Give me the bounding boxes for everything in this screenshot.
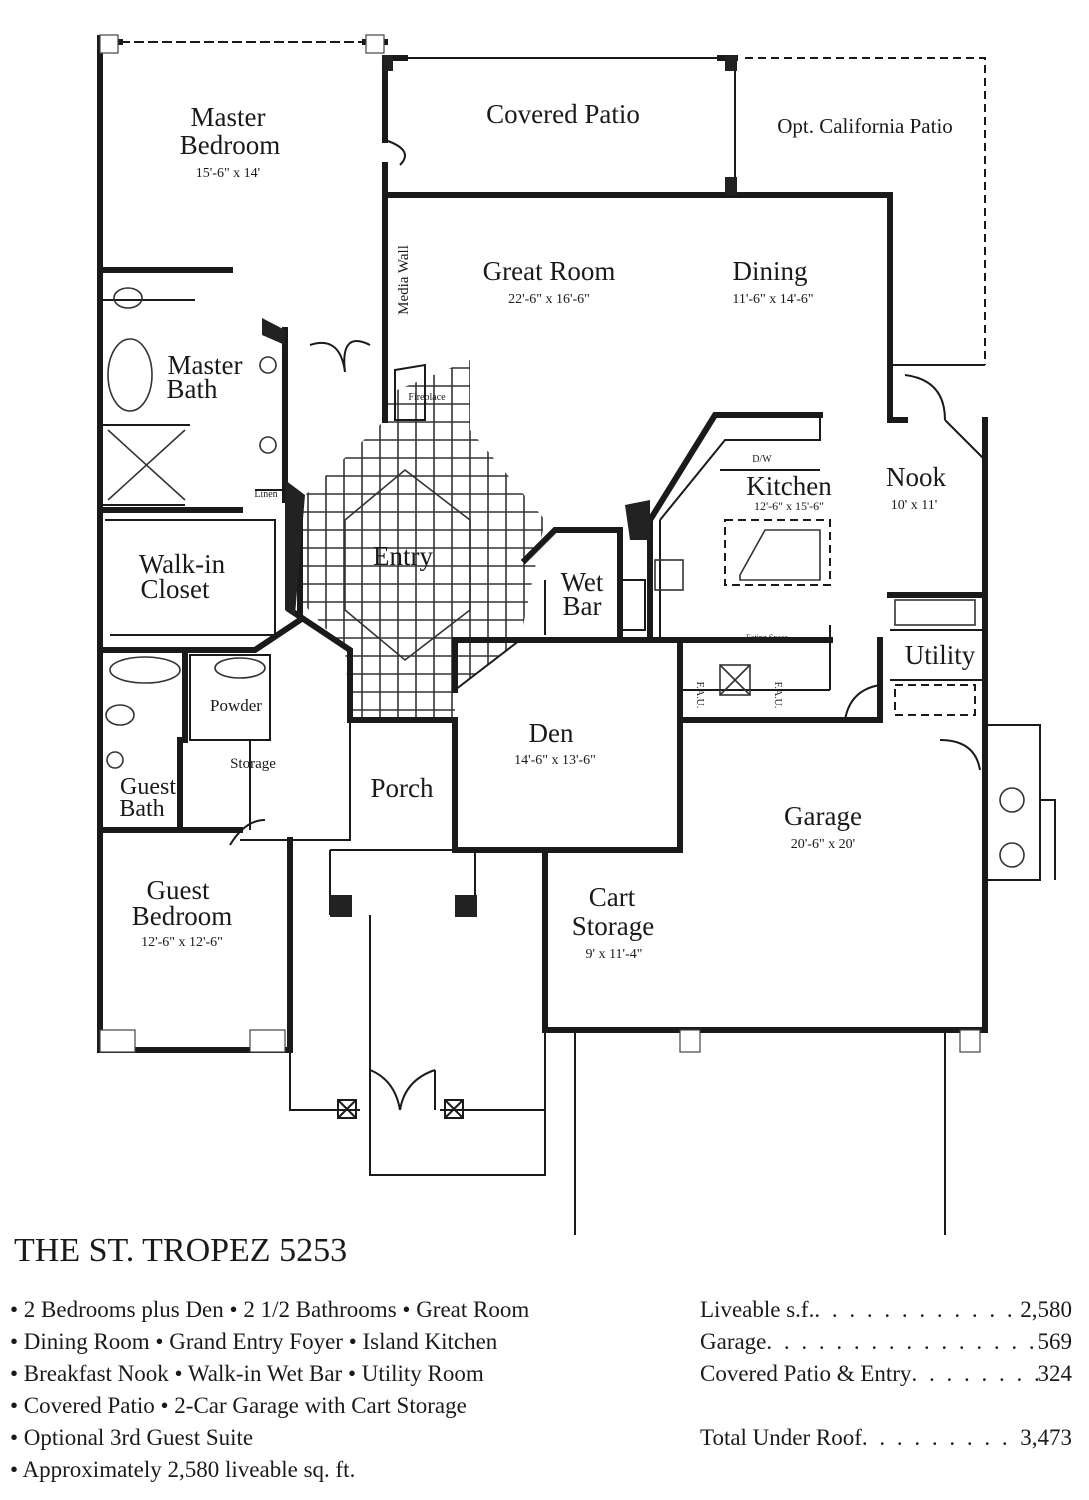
feature-list: • 2 Bedrooms plus Den • 2 1/2 Bathrooms … [10, 1294, 529, 1486]
room-den-size: 14'-6" x 13'-6" [514, 753, 596, 768]
room-kitchen-size: 12'-6" x 15'-6" [754, 499, 824, 513]
room-master-bedroom-label: Master [191, 102, 266, 132]
feature-item: • Approximately 2,580 liveable sq. ft. [10, 1457, 356, 1482]
room-porch-label: Porch [371, 773, 434, 803]
room-wet-bar-label-2: Bar [563, 591, 602, 621]
fau-label-1: F.A.U. [694, 682, 705, 709]
fireplace-label: Fireplace [408, 392, 446, 403]
stat-row: Covered Patio & Entry 324 [700, 1358, 1072, 1390]
room-dining-size: 11'-6" x 14'-6" [732, 292, 813, 307]
fau-label-2: F.A.U. [772, 682, 783, 709]
media-wall-label: Media Wall [396, 245, 412, 315]
stat-value: 324 [1037, 1361, 1073, 1386]
feature-item: • Optional 3rd Guest Suite [10, 1425, 254, 1450]
floor-plan: Master Bedroom 15'-6" x 14' Covered Pati… [97, 34, 1056, 1235]
room-master-bedroom-size: 15'-6" x 14' [196, 166, 260, 181]
room-master-bath-label: Master [168, 350, 243, 380]
feature-item: • Breakfast Nook • Walk-in Wet Bar • Uti… [10, 1361, 484, 1386]
plan-title: THE ST. TROPEZ 5253 [14, 1232, 348, 1269]
room-entry-label: Entry [373, 541, 433, 571]
room-master-bedroom-label-2: Bedroom [180, 130, 281, 160]
room-guest-bedroom-size: 12'-6" x 12'-6" [141, 935, 223, 950]
dishwasher-label: D/W [752, 454, 772, 465]
room-den-label: Den [529, 718, 574, 748]
stat-value: 569 [1037, 1329, 1073, 1354]
stat-value: 2,580 [1020, 1297, 1072, 1322]
total-value: 3,473 [1020, 1425, 1072, 1450]
room-nook-label: Nook [886, 462, 946, 492]
stat-row: Liveable s.f. 2,580 [700, 1294, 1072, 1326]
stat-row: Garage 569 [700, 1326, 1072, 1358]
room-dining-label: Dining [732, 256, 807, 286]
room-guest-bath-label-2: Bath [119, 796, 164, 822]
room-garage-label: Garage [784, 801, 862, 831]
feature-item: • Dining Room • Grand Entry Foyer • Isla… [10, 1329, 498, 1354]
room-covered-patio-label: Covered Patio [486, 99, 640, 129]
room-kitchen-label: Kitchen [746, 471, 832, 501]
feature-item: • 2 Bedrooms plus Den • 2 1/2 Bathrooms … [10, 1297, 530, 1322]
room-walk-in-closet-label-2: Closet [140, 574, 210, 604]
stat-label: Garage [700, 1329, 767, 1354]
room-guest-bath-label: Guest [120, 774, 176, 800]
room-great-room-size: 22'-6" x 16'-6" [508, 292, 590, 307]
total-row: Total Under Roof 3,473 [700, 1422, 1072, 1454]
room-wet-bar-label: Wet [561, 567, 604, 597]
room-master-bath-label-2: Bath [167, 374, 218, 404]
room-nook-size: 10' x 11' [891, 498, 938, 513]
stat-label: Covered Patio & Entry [700, 1361, 912, 1386]
square-footage-table: Liveable s.f. 2,580 Garage 569 Covered Pat… [700, 1294, 1072, 1454]
room-storage-label: Storage [230, 756, 276, 772]
room-garage-size: 20'-6" x 20' [791, 837, 855, 852]
room-cart-storage-label-2: Storage [572, 911, 654, 941]
room-powder-label: Powder [210, 696, 262, 715]
room-great-room-label: Great Room [483, 256, 616, 286]
eating-space-label: Eating Space [746, 633, 788, 642]
linen-label: Linen [254, 489, 277, 500]
room-guest-bedroom-label-2: Bedroom [132, 901, 233, 931]
walls [97, 34, 1056, 1235]
feature-item: • Covered Patio • 2-Car Garage with Cart… [10, 1393, 467, 1418]
room-cart-storage-size: 9' x 11'-4" [586, 947, 643, 962]
stat-label: Liveable s.f. [700, 1297, 815, 1322]
room-walk-in-closet-label: Walk-in [139, 549, 226, 579]
room-cart-storage-label: Cart [589, 882, 636, 912]
room-guest-bedroom-label: Guest [147, 875, 210, 905]
room-california-patio-label: Opt. California Patio [777, 114, 953, 138]
room-utility-label: Utility [905, 640, 976, 670]
total-label: Total Under Roof [700, 1425, 862, 1450]
room-labels: Master Bedroom 15'-6" x 14' Covered Pati… [119, 99, 975, 962]
